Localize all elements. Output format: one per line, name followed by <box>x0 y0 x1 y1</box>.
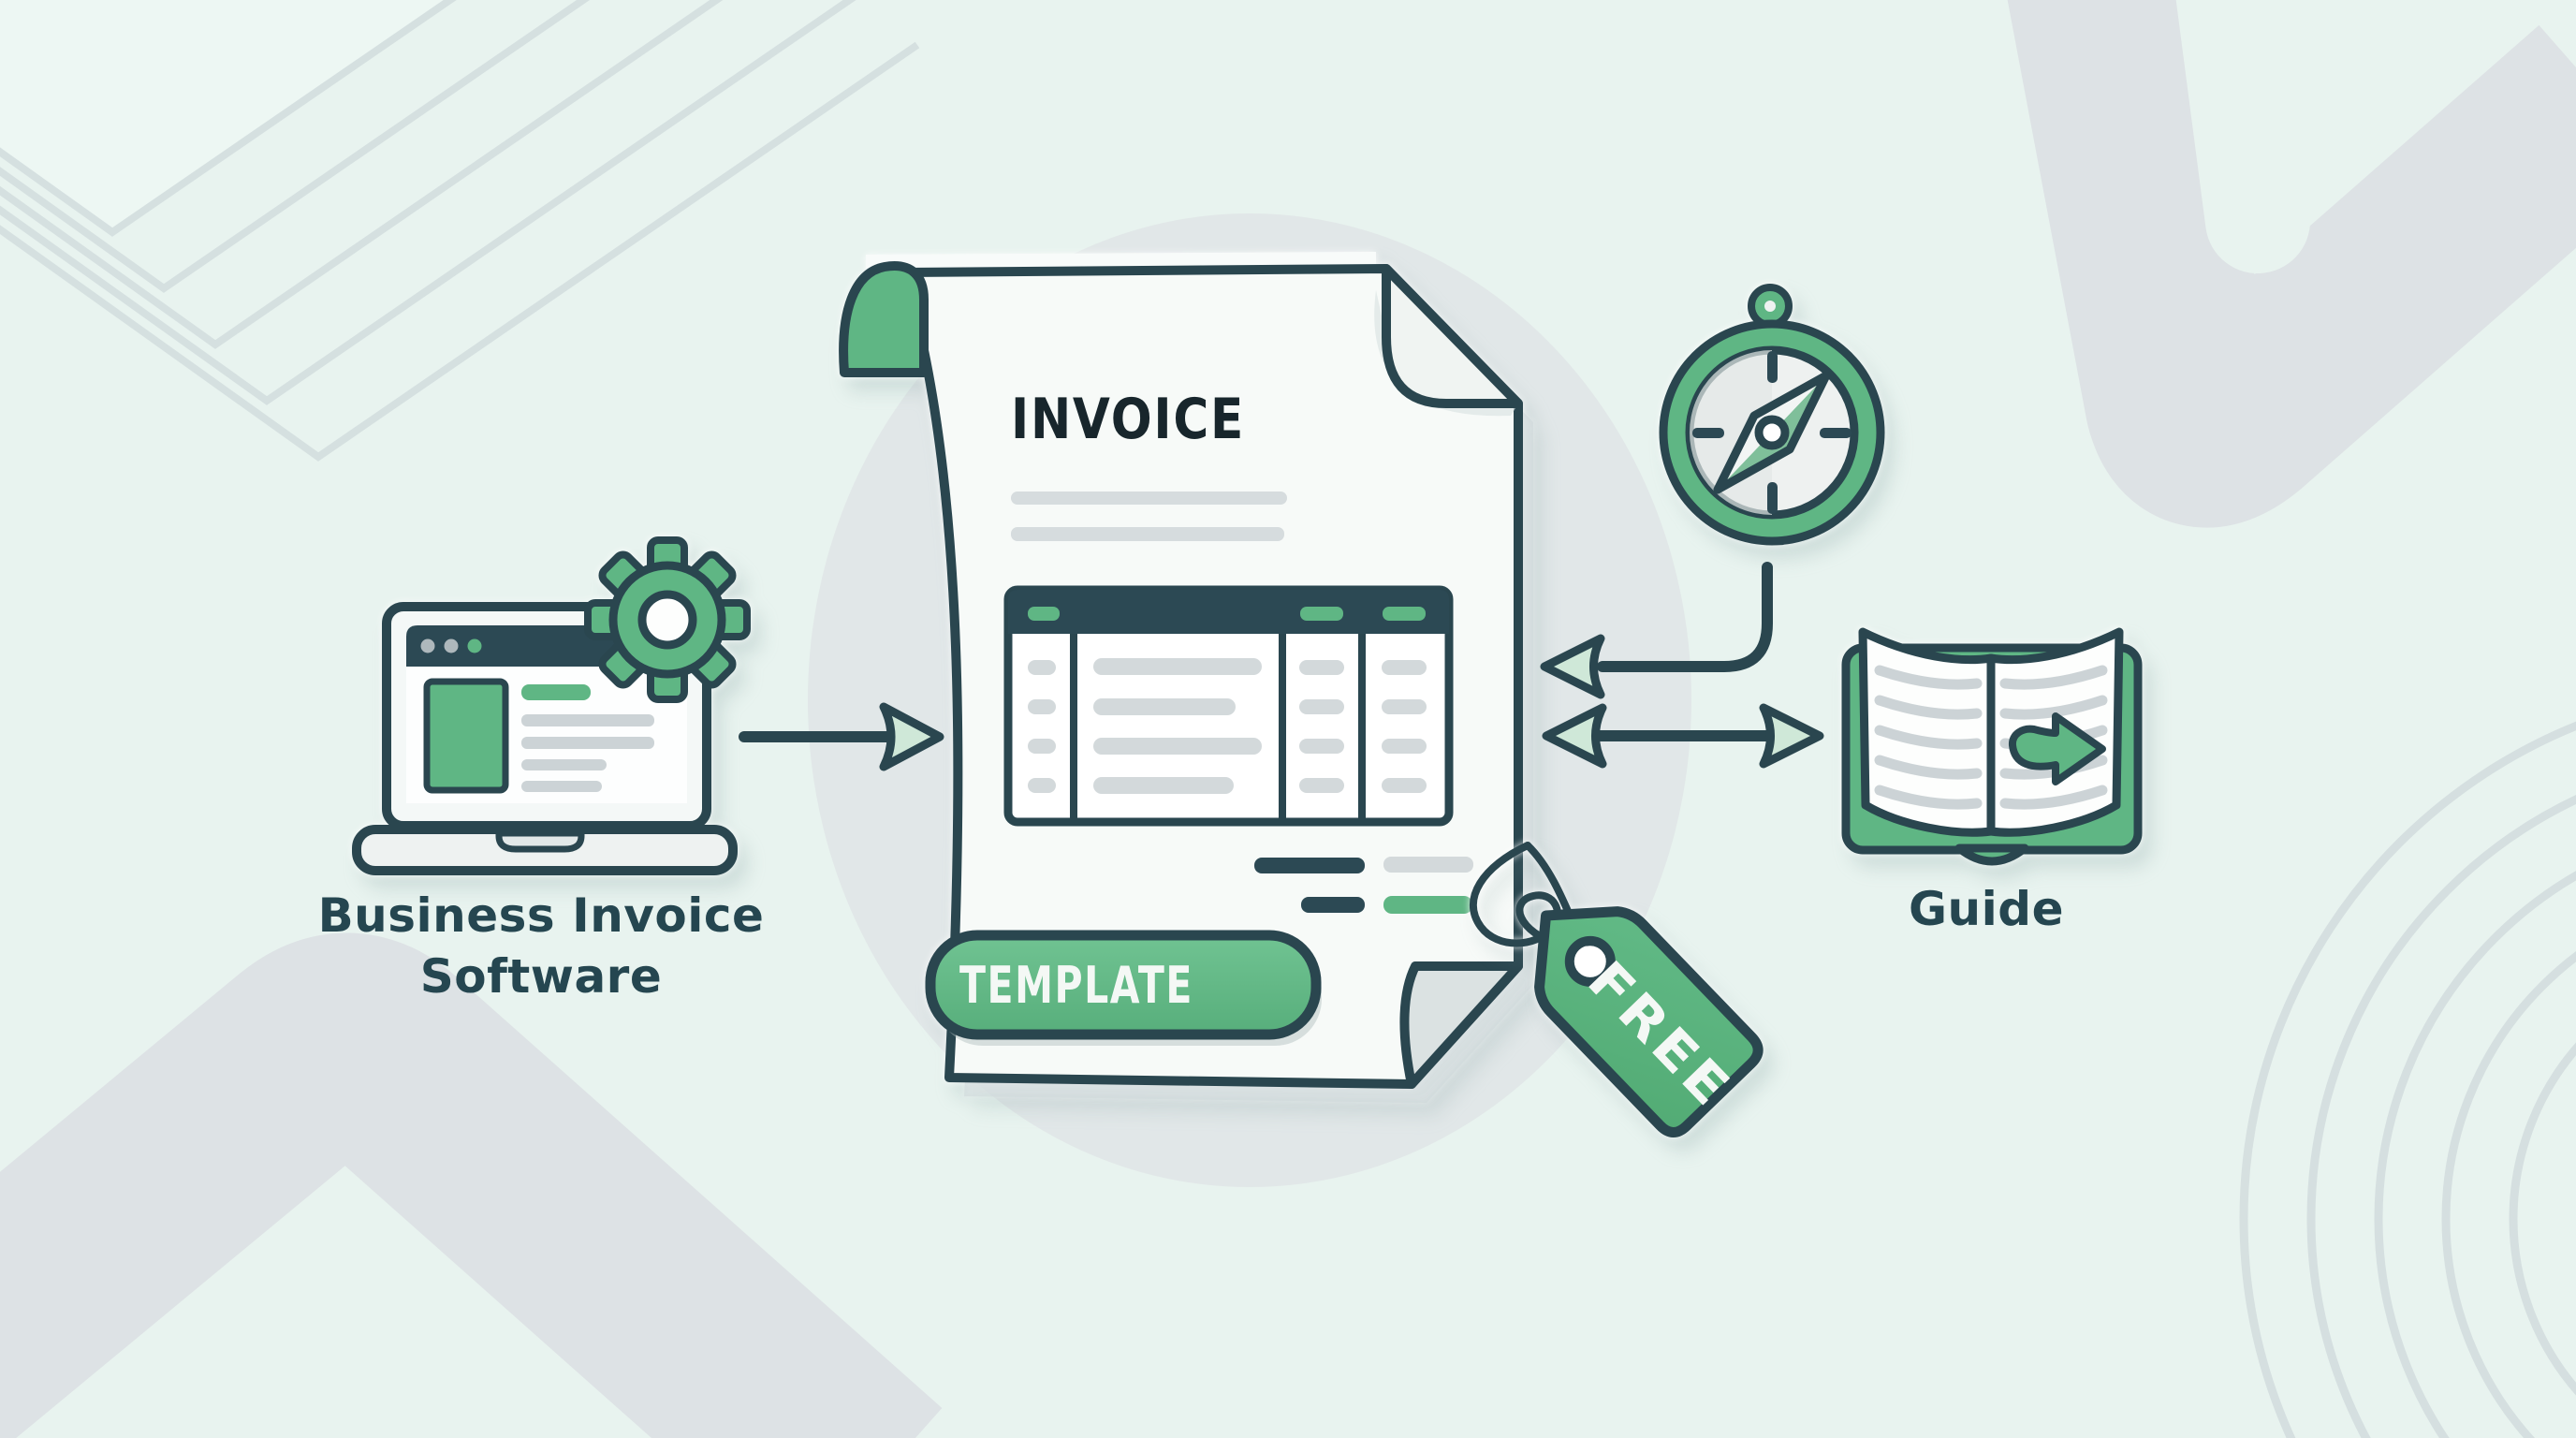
window-dot <box>444 638 459 653</box>
band-shape <box>2007 0 2576 528</box>
table-cell-pills <box>1028 658 1427 794</box>
band-shape <box>0 932 943 1438</box>
open-book-icon <box>1841 627 2143 866</box>
screen-image-block <box>423 678 509 794</box>
curled-corner-green <box>839 261 929 377</box>
arrow-head <box>879 702 944 771</box>
chevron-line <box>0 41 920 462</box>
chevron-line <box>0 0 591 293</box>
book-page-lines <box>1874 665 2108 810</box>
header-pill <box>1300 607 1343 621</box>
chevron-line <box>0 0 724 349</box>
screen-text-line <box>521 737 654 749</box>
total-label-pill <box>1254 858 1365 873</box>
table-header <box>1008 590 1449 634</box>
back-page-edge <box>865 252 1377 268</box>
book-arrow-icon <box>2009 712 2106 785</box>
screen-green-line <box>521 684 591 700</box>
folded-corner-bottom-right <box>1399 961 1523 1089</box>
header-pill <box>1383 607 1426 621</box>
background-rings-bottom-right <box>2239 721 2576 1438</box>
laptop-base-notch <box>495 829 585 853</box>
background-band-bottom-left <box>0 932 943 1438</box>
compass-needle <box>1713 371 1831 494</box>
compass-ticks <box>1692 351 1852 514</box>
gear-hole <box>637 590 697 650</box>
template-badge: TEMPLATE <box>925 930 1322 1046</box>
badge-label: TEMPLATE <box>959 956 1193 1015</box>
compass-icon <box>1659 284 1885 546</box>
total-label-pill <box>1301 897 1365 913</box>
business-invoice-software-label: Business Invoice Software <box>317 888 765 1004</box>
invoice-document-icon: INVOICE <box>839 252 1533 1103</box>
invoice-title: INVOICE <box>1011 387 1245 452</box>
folded-corner-top-right <box>1382 264 1523 408</box>
ring <box>2509 1042 2576 1396</box>
compass-knob-hole <box>1764 301 1776 312</box>
header-pill <box>1028 607 1060 621</box>
chevron-fill <box>0 0 450 232</box>
total-value-pill <box>1383 857 1473 873</box>
ring <box>2239 721 2576 1438</box>
text-line <box>1011 527 1284 541</box>
needle-hub <box>1754 415 1790 450</box>
chevron-line <box>0 0 856 405</box>
text-line <box>1011 492 1287 505</box>
window-dot <box>467 638 482 653</box>
screen-text-line <box>521 781 602 792</box>
arrow-head-left <box>1542 703 1607 769</box>
ring <box>2441 951 2576 1438</box>
arrow-head-right <box>1759 703 1824 769</box>
needle-outline <box>1713 371 1831 494</box>
invoice-guide-double-arrow <box>1542 703 1824 769</box>
screen-text-line <box>521 759 607 770</box>
guide-label: Guide <box>1909 882 2064 936</box>
badge-body <box>925 930 1322 1040</box>
total-value-pill-green <box>1383 896 1472 914</box>
background-chevrons-top-left <box>0 0 920 462</box>
invoice-table <box>1003 585 1454 827</box>
gear-icon <box>584 536 751 703</box>
arrow-head <box>1540 634 1605 699</box>
book-spine-bump <box>1954 844 2029 866</box>
laptop-to-invoice-arrow <box>739 702 944 771</box>
screen-text-line <box>521 714 654 726</box>
chevron-line <box>0 0 457 237</box>
invoice-totals <box>1254 857 1473 914</box>
ring <box>2374 871 2576 1438</box>
window-dot <box>420 638 435 653</box>
price-tag-hole-string <box>1581 936 1614 957</box>
arrow-shaft <box>1597 562 1773 672</box>
ring <box>2306 795 2576 1438</box>
compass-to-invoice-elbow-arrow <box>1540 562 1773 699</box>
band-notch <box>2175 0 2310 273</box>
laptop-icon <box>352 536 751 875</box>
background-band-top-right <box>2007 0 2576 528</box>
